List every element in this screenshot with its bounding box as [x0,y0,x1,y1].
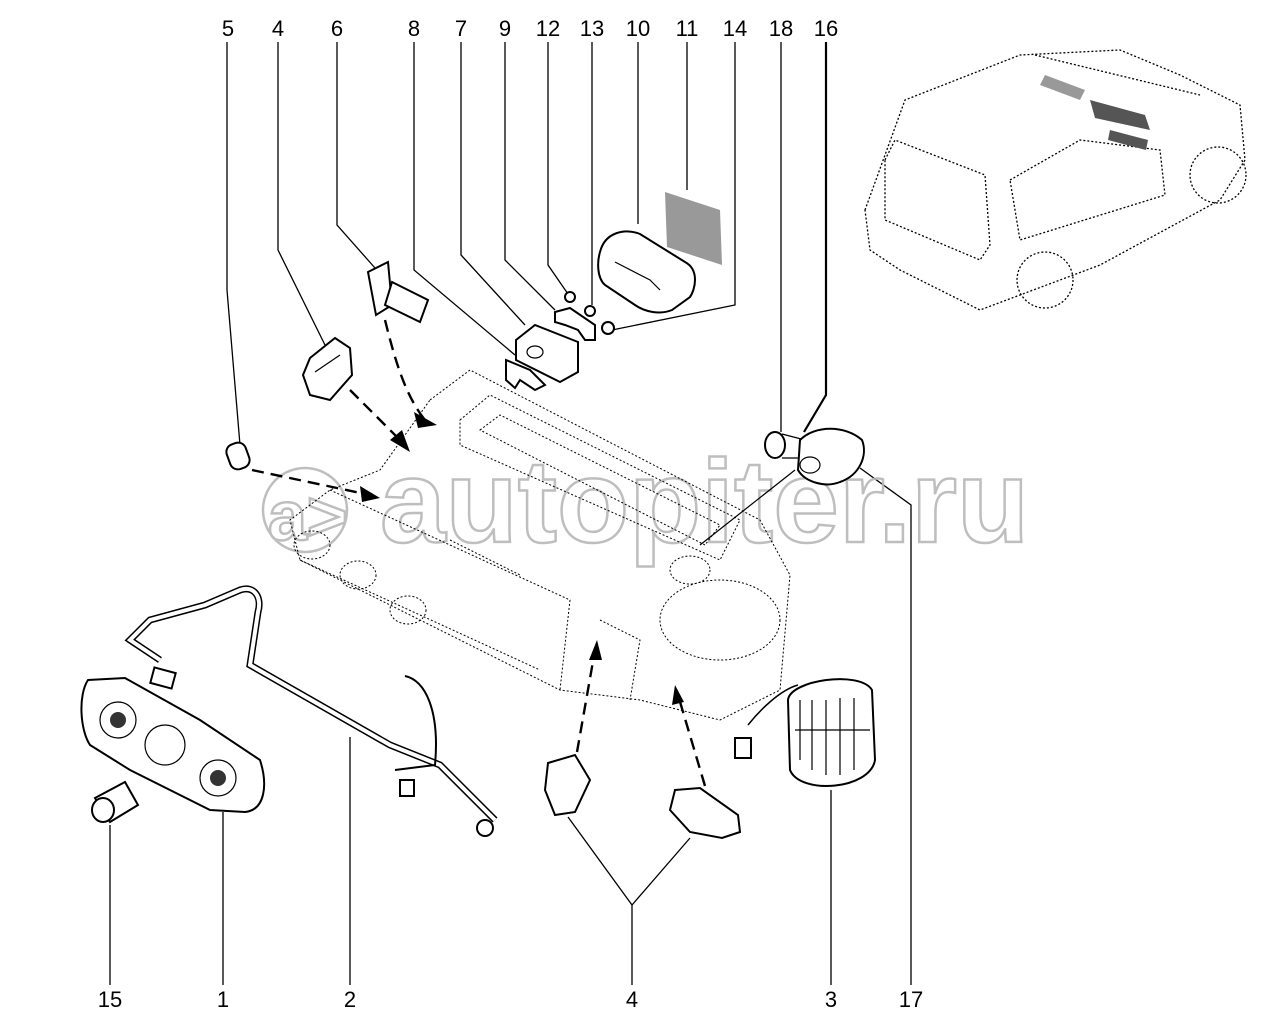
hook-plate-part-9[interactable] [554,306,596,341]
assembly-arrow-4-bottom-left [575,649,597,753]
callout-1[interactable]: 1 [217,987,229,1012]
callout-6[interactable]: 6 [331,16,343,41]
switch-button-part-15[interactable] [91,780,140,824]
blower-motor-part-3[interactable] [734,678,877,787]
callout-8[interactable]: 8 [408,16,420,41]
leader-8 [413,42,516,356]
arrowhead-6 [414,412,437,428]
spring-ring-part-14[interactable] [601,321,615,335]
control-panel-part-1[interactable] [80,676,266,814]
filter-housing-part-10[interactable] [597,230,696,314]
callout-3[interactable]: 3 [825,987,837,1012]
watermark: a> autopiter.ru [261,435,1030,569]
damper-clip-part-7[interactable] [515,323,579,384]
callout-15[interactable]: 15 [98,987,122,1012]
assembly-arrow-6 [383,319,426,421]
leader-14 [611,42,736,331]
callout-7[interactable]: 7 [455,16,467,41]
bracket-connector-part-6[interactable] [366,260,430,324]
callout-4-top[interactable]: 4 [272,16,284,41]
heater-unit[interactable] [289,369,791,721]
assembly-arrow-4-bottom-right [676,694,707,787]
air-duct-elbow-part-16[interactable] [796,427,865,486]
leader-6 [336,42,376,269]
callout-4-bottom[interactable]: 4 [626,987,638,1012]
callout-14[interactable]: 14 [723,16,747,41]
cabin-filter-part-11[interactable] [665,192,722,265]
leader-lines [109,42,912,985]
clip-part-8[interactable] [505,358,547,392]
servo-actuator-part-4-bottom-left[interactable] [543,753,592,817]
callout-10[interactable]: 10 [626,16,650,41]
callouts-bottom: 15 1 2 4 3 17 [98,987,923,1012]
arrowhead-5 [360,486,380,502]
callout-5[interactable]: 5 [222,16,234,41]
callout-2[interactable]: 2 [344,987,356,1012]
servo-actuator-part-4-top[interactable] [301,336,354,402]
leader-12 [547,42,569,295]
assembly-arrow-5 [251,468,371,497]
leader-4-top [277,42,326,346]
leader-4-bottom-right [631,837,691,906]
callouts-top: 5 4 6 8 7 9 12 13 10 11 14 18 16 [222,16,838,41]
duct-guide-line [699,469,796,546]
assembly-arrow-4-top [349,389,401,441]
leader-16 [803,42,828,433]
sensor-plug-part-5[interactable] [224,440,252,471]
watermark-logo-ring [261,466,349,554]
arrowhead-4-bottom-right [672,685,684,705]
leader-17 [859,467,912,985]
watermark-logo: a> [268,477,348,555]
callout-18[interactable]: 18 [769,16,793,41]
leader-9 [504,42,556,311]
vehicle-location-view [864,49,1247,311]
leader-7 [460,42,526,326]
callout-17[interactable]: 17 [899,987,923,1012]
callout-12[interactable]: 12 [536,16,560,41]
watermark-text: autopiter.ru [380,436,1029,568]
arrowhead-4-top [390,430,410,452]
nut-part-13[interactable] [584,305,596,317]
ring-part-12[interactable] [564,291,576,303]
wiring-harness-part-2[interactable] [124,585,498,837]
leader-4-bottom-left [567,816,633,985]
callout-11[interactable]: 11 [676,16,699,41]
callout-13[interactable]: 13 [580,16,604,41]
leader-5 [226,42,241,446]
arrowhead-4-bottom-left [589,640,602,660]
callout-16[interactable]: 16 [814,16,838,41]
servo-actuator-part-4-bottom-right[interactable] [668,786,742,840]
callout-9[interactable]: 9 [499,16,511,41]
